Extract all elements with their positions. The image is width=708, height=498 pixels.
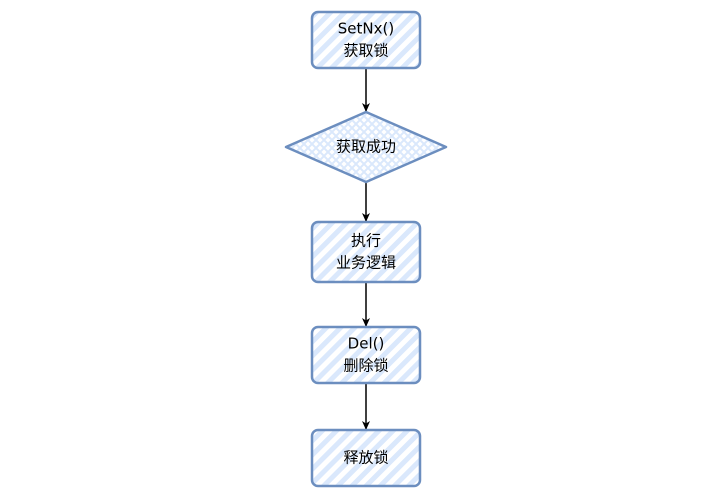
node-del: Del() 删除锁 [310, 325, 422, 385]
node-label-line: 释放锁 [343, 449, 388, 467]
node-setnx: SetNx() 获取锁 [310, 10, 422, 70]
decision-diamond [284, 110, 448, 184]
node-acquired: 获取成功 [284, 110, 448, 184]
node-label-line: 业务逻辑 [336, 254, 396, 272]
node-label-line: 获取成功 [336, 138, 396, 156]
node-label-line: 执行 [351, 232, 381, 250]
node-release: 释放锁 [310, 428, 422, 488]
process-box [310, 220, 422, 284]
node-label-line: SetNx() [338, 20, 394, 38]
process-box [310, 428, 422, 488]
node-label-line: 删除锁 [343, 357, 388, 375]
node-label-line: 获取锁 [343, 42, 388, 60]
process-box [310, 10, 422, 70]
node-label-line: Del() [348, 335, 385, 353]
process-box [310, 325, 422, 385]
